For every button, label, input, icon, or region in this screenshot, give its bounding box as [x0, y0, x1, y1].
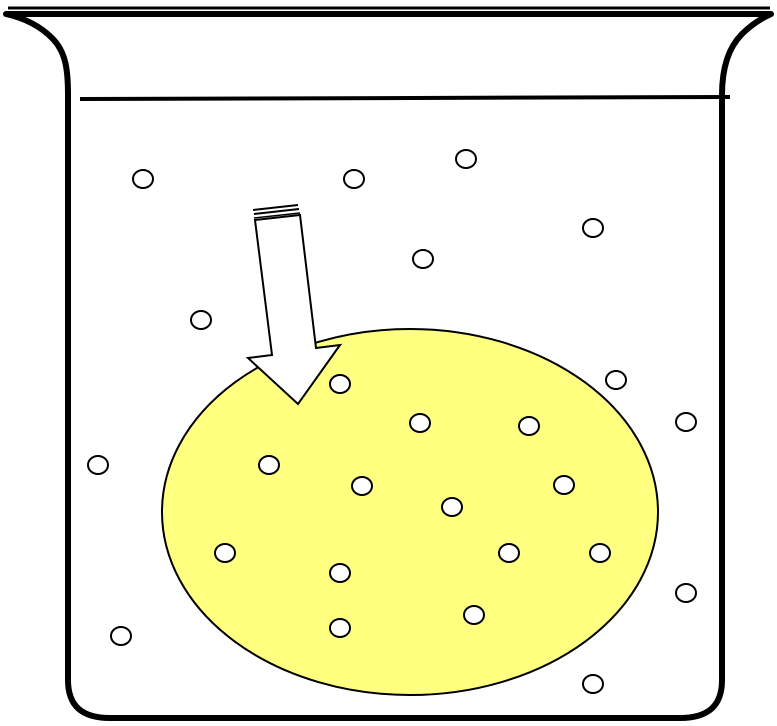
particle [409, 413, 431, 433]
particle [582, 218, 604, 238]
particle [110, 626, 132, 646]
particle [675, 583, 697, 603]
particles-outside [87, 149, 697, 694]
inward-arrow [245, 204, 343, 406]
particle [455, 149, 477, 169]
particle [441, 497, 463, 517]
water-level-line [79, 95, 731, 101]
particle [214, 543, 236, 563]
beaker [3, 11, 774, 721]
particle [329, 563, 351, 583]
particle [582, 674, 604, 694]
particle [132, 169, 154, 189]
particle [605, 370, 627, 390]
particle [343, 169, 365, 189]
particle [463, 605, 485, 625]
particle [87, 455, 109, 475]
particle [190, 310, 212, 330]
cell-membrane [161, 328, 659, 696]
particle [329, 374, 351, 394]
particle [329, 618, 351, 638]
particle [675, 412, 697, 432]
particle [518, 416, 540, 436]
particle [498, 543, 520, 563]
particle [258, 455, 280, 475]
particles-inside [214, 374, 611, 638]
particle [589, 543, 611, 563]
particle [351, 476, 373, 496]
particle [412, 249, 434, 269]
particle [553, 475, 575, 495]
